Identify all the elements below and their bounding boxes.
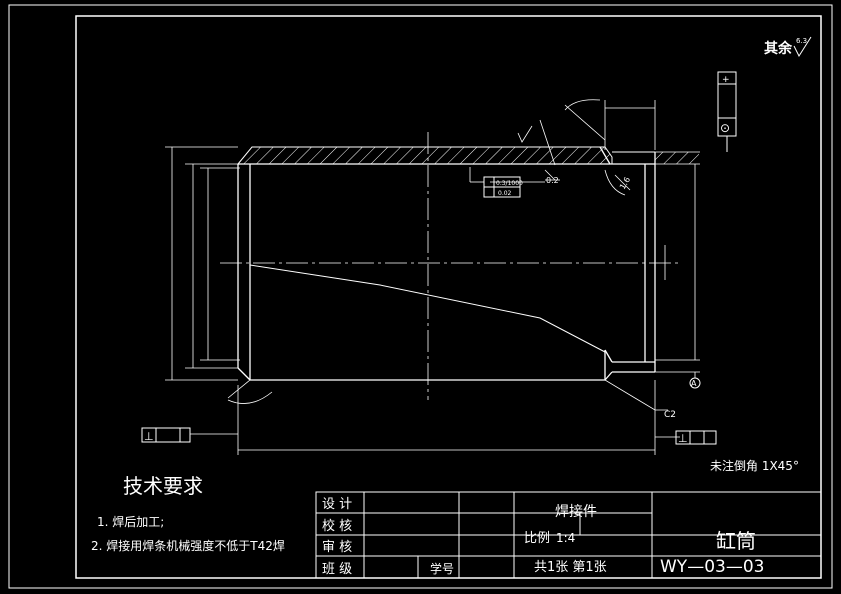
title-block-drawing-no: WY—03—03 bbox=[660, 557, 764, 577]
title-block bbox=[315, 491, 822, 579]
roughness-label-center: 0.2 bbox=[546, 176, 559, 185]
tech-requirement-2: 2. 焊接用焊条机械强度不低于T42焊 bbox=[91, 538, 285, 553]
top-right-dimension bbox=[564, 99, 656, 150]
bottom-left-chamfer-arc bbox=[227, 391, 273, 404]
left-diameter-dimensions bbox=[165, 146, 240, 381]
roughness-note-value: 6.3 bbox=[796, 37, 807, 45]
right-box-mark-bottom: ⊙ bbox=[720, 121, 730, 135]
cylinder-body-outline bbox=[237, 146, 656, 381]
perpendicularity-right-symbol: ⊥ bbox=[678, 432, 688, 445]
perpendicularity-left-symbol: ⊥ bbox=[144, 430, 154, 443]
title-block-student-no: 学号 bbox=[430, 561, 454, 576]
feature-control-frame: 0.3/1000 0.02 bbox=[469, 167, 523, 198]
right-roughness-leader bbox=[604, 169, 631, 196]
top-wall-hatch bbox=[236, 146, 613, 165]
perpendicularity-left: ⊥ bbox=[141, 427, 191, 443]
title-block-scale-label: 比例 bbox=[524, 531, 550, 546]
top-right-hatch bbox=[655, 152, 699, 164]
right-tolerance-box: + ⊙ bbox=[717, 71, 737, 152]
right-diameter-dimensions bbox=[655, 151, 700, 373]
outer-border bbox=[8, 4, 833, 589]
chamfer-note: 未注倒角 1X45° bbox=[710, 458, 799, 473]
tech-requirements-title: 技术要求 bbox=[123, 474, 203, 498]
datum-a-label: A bbox=[691, 379, 697, 388]
perpendicularity-right: ⊥ bbox=[675, 430, 717, 445]
title-block-label-class: 班 级 bbox=[322, 562, 352, 577]
title-block-label-check: 校 核 bbox=[322, 518, 352, 534]
title-block-scale-value: 1:4 bbox=[556, 531, 575, 545]
title-block-drawing-type: 焊接件 bbox=[555, 503, 597, 520]
chamfer-c2-label: C2 bbox=[664, 410, 676, 420]
feature-frame-row1: 0.3/1000 bbox=[496, 180, 523, 187]
title-block-part-name: 缸筒 bbox=[716, 529, 756, 553]
chamfer-c2-leader bbox=[604, 379, 668, 411]
datum-a-circle bbox=[689, 377, 701, 389]
roughness-note-prefix: 其余 bbox=[764, 40, 793, 57]
roughness-right-label: 1.6 bbox=[618, 175, 632, 191]
top-center-leaders bbox=[490, 119, 560, 183]
taper-profile-line bbox=[249, 264, 606, 353]
roughness-symbol bbox=[793, 36, 812, 58]
feature-frame-row2: 0.02 bbox=[498, 190, 512, 197]
title-block-label-review: 审 核 bbox=[322, 540, 352, 555]
bottom-left-chamfer-leader bbox=[227, 379, 251, 399]
title-block-label-design: 设 计 bbox=[322, 497, 352, 512]
length-dimension bbox=[190, 380, 680, 455]
title-block-sheet-info: 共1张 第1张 bbox=[534, 560, 607, 575]
right-box-mark-top: + bbox=[722, 75, 730, 85]
tech-requirement-1: 1. 焊后加工; bbox=[97, 514, 164, 529]
